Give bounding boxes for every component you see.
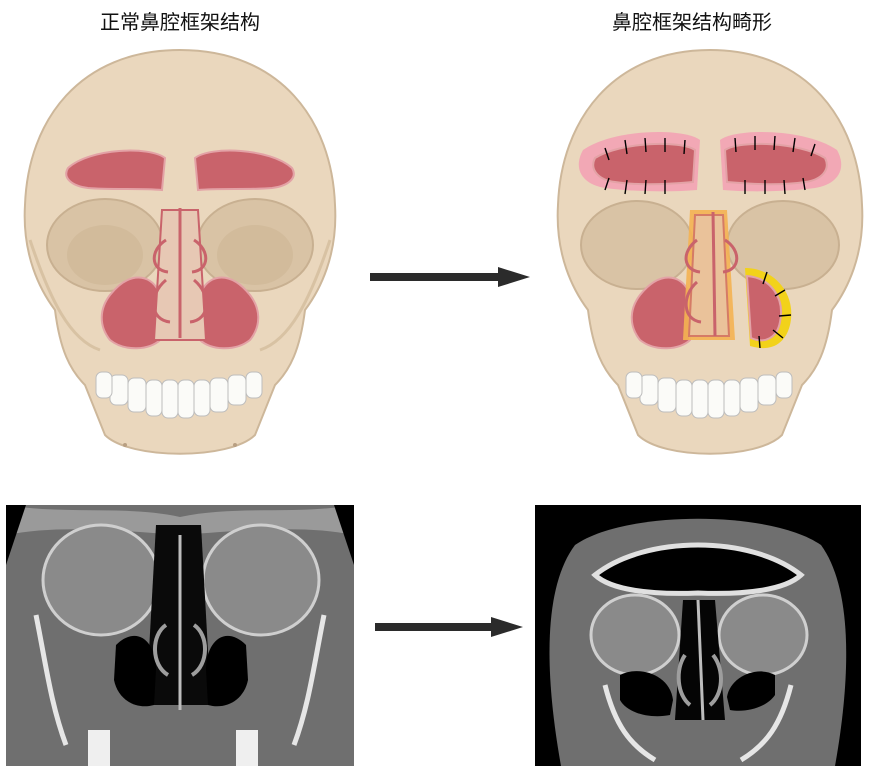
deformed-ct-scan — [535, 505, 861, 766]
top-right-arrow-icon — [370, 265, 530, 289]
normal-ct-scan — [6, 505, 354, 766]
normal-skull-illustration — [10, 40, 350, 470]
bottom-right-arrow-icon — [375, 615, 523, 639]
deformed-skull-illustration — [545, 40, 875, 470]
deformed-structure-title: 鼻腔框架结构畸形 — [612, 6, 772, 35]
normal-structure-title: 正常鼻腔框架结构 — [100, 6, 260, 35]
